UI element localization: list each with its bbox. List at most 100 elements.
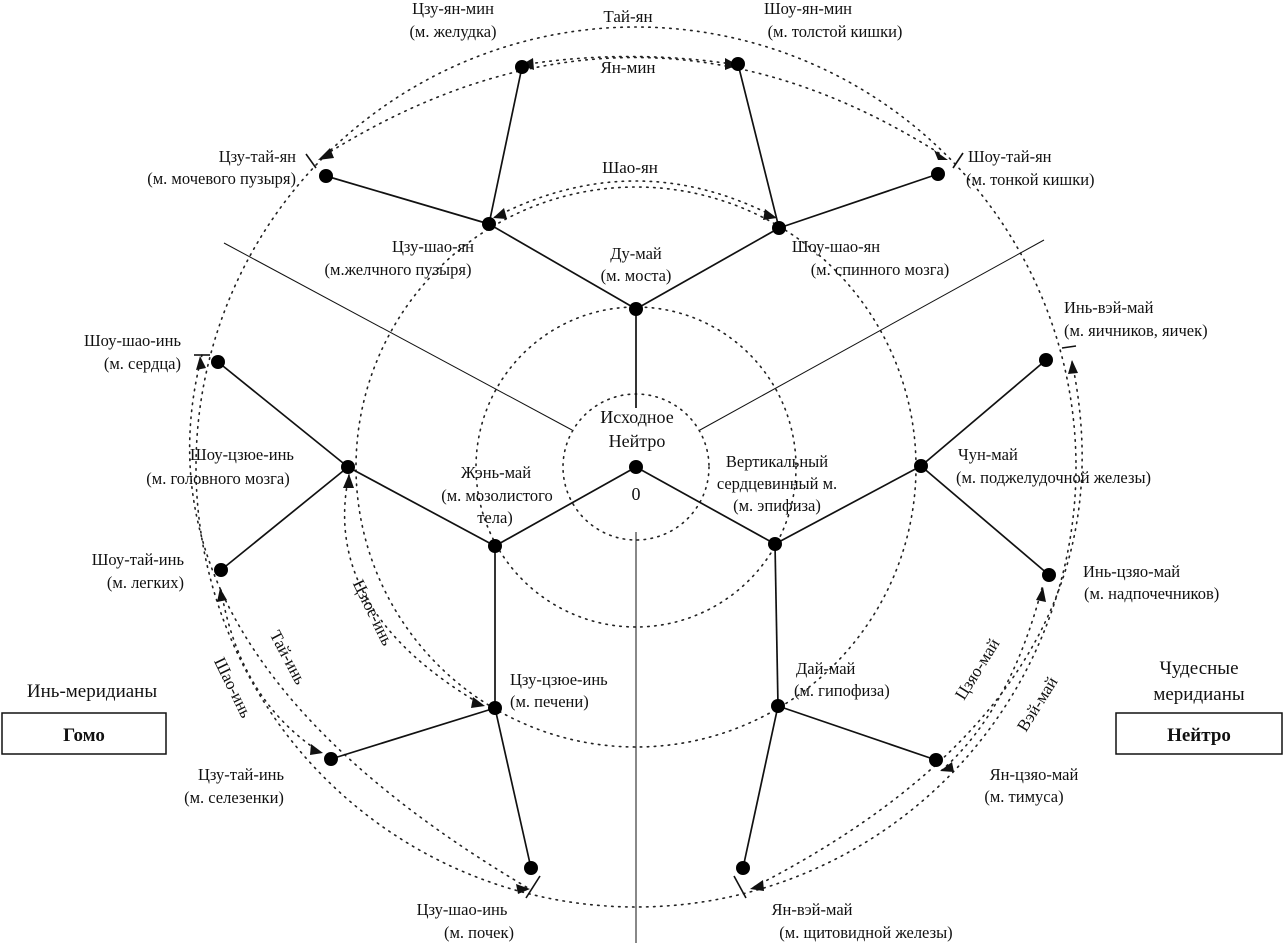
edge-chun-in-vei — [920, 359, 1047, 467]
arc-vei-mai — [751, 361, 1083, 889]
edge-du-shou-shao-yan — [635, 227, 780, 310]
node-center — [629, 460, 643, 474]
label-yan-vei-mai-organ: (м. щитовидной железы) — [779, 923, 952, 942]
label-shou-shao-yan-organ: (м. спинного мозга) — [811, 260, 950, 279]
label-czu-czue-in-name: Цзу-цзюе-инь — [510, 670, 608, 689]
node-yan-vei-mai — [736, 861, 750, 875]
label-vert-line2: сердцевинный м. — [717, 474, 837, 493]
label-yan-czyao-mai-organ: (м. тимуса) — [984, 787, 1063, 806]
label-shou-shao-yan-name: Шоу-шао-ян — [792, 237, 880, 256]
arc-czue-in — [343, 474, 483, 706]
arc-label-czue-in: Цзюе-инь — [349, 577, 397, 649]
graph-edges — [217, 63, 1050, 869]
arc-label-shao-in: Шао-инь — [210, 654, 256, 721]
edge-dai-yan-vei — [742, 705, 779, 869]
edge-vert-chun — [774, 465, 922, 545]
arrow-tai-yan-right — [934, 150, 948, 160]
edge-czu-shao-yan-czu-tai-yan — [325, 175, 490, 225]
label-zhen-mai-organ-2: тела) — [477, 508, 513, 527]
arrow-shao-in-top — [196, 356, 206, 370]
node-vert — [768, 537, 782, 551]
arc-label-shao-yan: Шао-ян — [602, 158, 658, 177]
arrow-tai-in-bottom — [310, 744, 323, 755]
label-shou-shao-in-name: Шоу-шао-инь — [84, 331, 181, 350]
arc-tai-yan — [324, 56, 943, 156]
tick-czu-tai-yan — [305, 153, 317, 169]
arc-label-yan-min: Ян-мин — [600, 58, 655, 77]
label-dai-mai-organ: (м. гипофиза) — [794, 681, 890, 700]
left-panel: Инь-меридианы Гомо — [1, 681, 167, 755]
neutro-box-label: Нейтро — [1167, 725, 1231, 746]
center-label-line1: Исходное — [600, 407, 674, 427]
label-du-mai-organ: (м. моста) — [601, 266, 672, 285]
neutro-box — [1115, 712, 1283, 755]
tick-shou-tai-yan — [952, 152, 964, 169]
center-zero: 0 — [632, 484, 641, 504]
meridian-arcs — [188, 55, 1083, 894]
label-czu-tai-yan-organ: (м. мочевого пузыря) — [147, 169, 296, 188]
label-czu-shao-in-organ: (м. почек) — [444, 923, 514, 942]
separator-right — [699, 239, 1045, 431]
graph-nodes — [211, 57, 1056, 875]
arc-label-tai-yan: Тай-ян — [603, 7, 652, 26]
homo-box — [1, 712, 167, 755]
node-zhen-mai — [488, 539, 502, 553]
node-yan-czyao-mai — [929, 753, 943, 767]
tick-czu-shao-in — [525, 875, 541, 899]
arrow-czue-in-top — [343, 474, 354, 488]
edge-czu-czue-in-czu-shao-in — [494, 707, 532, 869]
arrow-czyao-mai-top — [1036, 587, 1046, 602]
label-in-vei-mai-organ: (м. яичников, яичек) — [1064, 321, 1208, 340]
label-zhen-mai-name: Жэнь-май — [461, 463, 531, 482]
node-shou-tai-yan — [931, 167, 945, 181]
edge-center-vert — [635, 466, 776, 545]
label-yan-vei-mai-name: Ян-вэй-май — [771, 900, 852, 919]
label-shou-czue-in-organ: (м. головного мозга) — [146, 469, 289, 488]
left-panel-caption: Инь-меридианы — [27, 681, 157, 702]
arrow-czyao-mai-bottom — [940, 762, 954, 772]
label-czu-czue-in-organ: (м. печени) — [510, 692, 589, 711]
node-chun-mai — [914, 459, 928, 473]
label-czu-shao-yan-name: Цзу-шао-ян — [392, 237, 474, 256]
label-dai-mai-name: Дай-май — [796, 659, 856, 678]
label-in-czyao-mai-name: Инь-цзяо-май — [1083, 562, 1180, 581]
label-czu-yan-min-name: Цзу-ян-мин — [412, 0, 494, 18]
edge-shou-czue-in-shou-tai-in — [220, 466, 349, 571]
arrow-shao-in-bottom — [516, 884, 530, 894]
center-label-line2: Нейтро — [609, 431, 666, 451]
arrow-czue-in-bottom — [471, 697, 485, 708]
node-czu-tai-in — [324, 752, 338, 766]
label-czu-yan-min-organ: (м. желудка) — [409, 22, 496, 41]
edge-czu-czue-in-czu-tai-in — [330, 707, 496, 760]
node-czu-shao-in — [524, 861, 538, 875]
node-shou-shao-in — [211, 355, 225, 369]
tick-yan-vei-mai — [733, 875, 747, 899]
label-shou-tai-in-organ: (м. легких) — [107, 573, 184, 592]
label-shou-shao-in-organ: (м. сердца) — [104, 354, 181, 373]
label-czu-shao-in-name: Цзу-шао-инь — [417, 900, 508, 919]
right-panel-caption-line1: Чудесные — [1159, 658, 1238, 679]
node-shou-yan-min — [731, 57, 745, 71]
node-du-mai — [629, 302, 643, 316]
arrow-tai-in-top — [217, 588, 227, 602]
edge-vert-dai — [774, 543, 779, 707]
label-in-vei-mai-name: Инь-вэй-май — [1064, 298, 1154, 317]
node-czu-shao-yan — [482, 217, 496, 231]
label-czu-tai-yan-name: Цзу-тай-ян — [219, 147, 296, 166]
arc-label-czyao-mai: Цзяо-май — [951, 635, 1003, 703]
node-shou-czue-in — [341, 460, 355, 474]
arrow-vei-mai-top — [1068, 360, 1078, 374]
arc-czyao-mai — [941, 587, 1043, 771]
node-shou-shao-yan — [772, 221, 786, 235]
arc-yan-min — [521, 55, 739, 66]
label-czu-tai-in-name: Цзу-тай-инь — [198, 765, 285, 784]
label-czu-tai-in-organ: (м. селезенки) — [184, 788, 284, 807]
arrow-shao-yan-right — [763, 209, 777, 220]
label-vert-organ: (м. эпифиза) — [733, 496, 821, 515]
node-in-czyao-mai — [1042, 568, 1056, 582]
edge-czu-shao-yan-czu-yan-min — [488, 66, 523, 225]
label-chun-mai-name: Чун-май — [958, 445, 1018, 464]
label-chun-mai-organ: (м. поджелудочной железы) — [956, 468, 1151, 487]
arrow-shao-yan-left — [493, 208, 507, 219]
